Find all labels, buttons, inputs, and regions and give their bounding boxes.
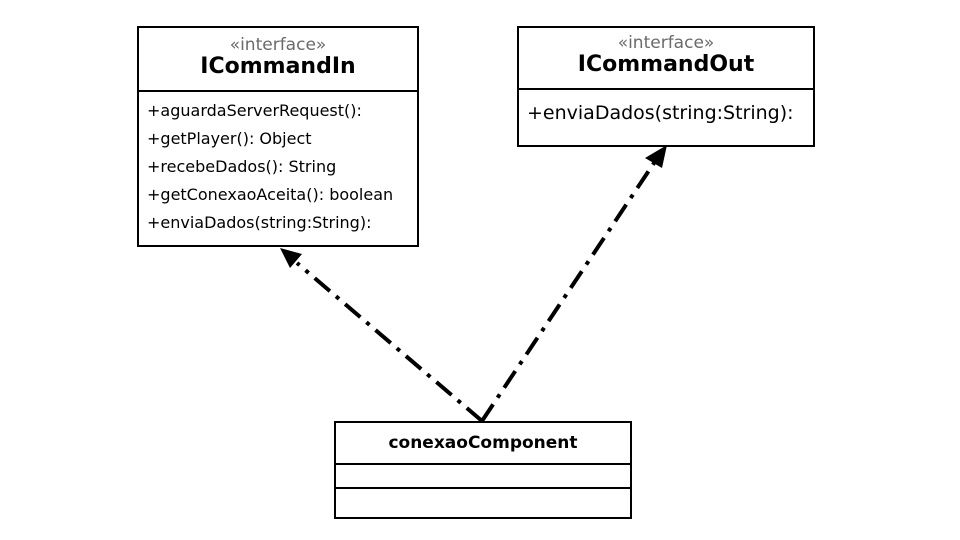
class-header: conexaoComponent xyxy=(336,423,630,465)
realization-line-to-icommandout xyxy=(480,161,656,423)
class-name: conexaoComponent xyxy=(388,433,578,453)
attributes-compartment xyxy=(336,465,630,489)
arrowhead-icommandout xyxy=(645,145,667,168)
operations-compartment: +aguardaServerRequest(): +getPlayer(): O… xyxy=(139,92,417,237)
realization-line-to-icommandin xyxy=(295,261,484,423)
class-box-icommandout[interactable]: «interface» ICommandOut +enviaDados(stri… xyxy=(517,26,815,147)
class-header: «interface» ICommandIn xyxy=(139,28,417,92)
operation-item: +recebeDados(): String xyxy=(147,157,337,176)
operation-item: +aguardaServerRequest(): xyxy=(147,101,362,120)
arrowhead-icommandin xyxy=(280,248,302,268)
operation-item: +getConexaoAceita(): boolean xyxy=(147,185,394,204)
class-name: ICommandOut xyxy=(577,52,755,77)
class-box-icommandin[interactable]: «interface» ICommandIn +aguardaServerReq… xyxy=(137,26,419,247)
operation-item: +enviaDados(string:String): xyxy=(147,213,372,232)
operation-item: +getPlayer(): Object xyxy=(147,129,312,148)
class-name: ICommandIn xyxy=(200,54,356,79)
operation-item: +enviaDados(string:String): xyxy=(527,102,794,124)
stereotype-label: «interface» xyxy=(617,33,715,53)
operations-compartment: +enviaDados(string:String): xyxy=(519,90,813,126)
stereotype-label: «interface» xyxy=(229,35,327,55)
class-box-conexaocomponent[interactable]: conexaoComponent xyxy=(334,421,632,519)
class-header: «interface» ICommandOut xyxy=(519,28,813,90)
